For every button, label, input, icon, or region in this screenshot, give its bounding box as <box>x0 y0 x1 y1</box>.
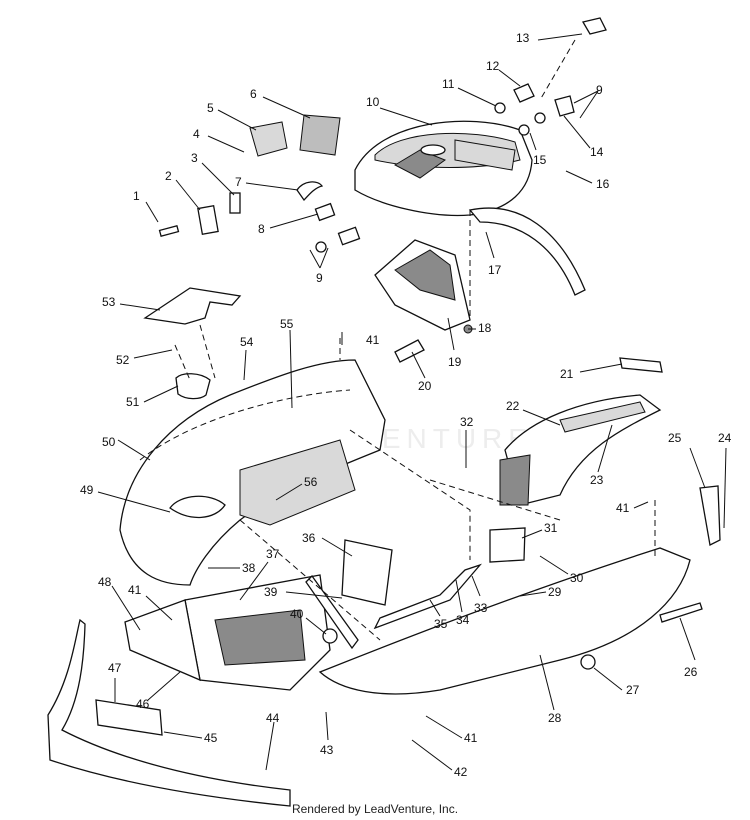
assembly-lines <box>174 39 656 641</box>
callout-12: 12 <box>486 59 500 73</box>
callout-25: 25 <box>668 431 682 445</box>
callout-32: 32 <box>460 415 474 429</box>
callout-24: 24 <box>718 431 732 445</box>
callout-39: 39 <box>264 585 278 599</box>
callout-22: 22 <box>506 399 520 413</box>
callout-46: 46 <box>136 697 150 711</box>
callout-41a: 41 <box>366 333 380 347</box>
callout-3: 3 <box>191 151 198 165</box>
callouts: 1 2 3 4 5 6 7 8 9 9 10 11 12 13 14 15 16 <box>80 31 732 779</box>
callout-31: 31 <box>544 521 558 535</box>
callout-34: 34 <box>456 613 470 627</box>
callout-37: 37 <box>266 547 280 561</box>
callout-11: 11 <box>442 77 455 91</box>
callout-4: 4 <box>193 127 200 141</box>
callout-28: 28 <box>548 711 562 725</box>
callout-23: 23 <box>590 473 604 487</box>
small-parts <box>158 17 607 363</box>
callout-33: 33 <box>474 601 488 615</box>
callout-30: 30 <box>570 571 584 585</box>
callout-49: 49 <box>80 483 94 497</box>
callout-1: 1 <box>133 189 140 203</box>
callout-55: 55 <box>280 317 294 331</box>
callout-5: 5 <box>207 101 214 115</box>
callout-20: 20 <box>418 379 432 393</box>
callout-16: 16 <box>596 177 610 191</box>
callout-17: 17 <box>488 263 502 277</box>
footer-credit: Rendered by LeadVenture, Inc. <box>291 802 459 816</box>
callout-14: 14 <box>590 145 604 159</box>
callout-13: 13 <box>516 31 530 45</box>
callout-51: 51 <box>126 395 140 409</box>
grille-part <box>124 539 393 691</box>
callout-2: 2 <box>165 169 172 183</box>
callout-52: 52 <box>116 353 130 367</box>
fender-part <box>119 359 386 586</box>
callout-40: 40 <box>290 607 304 621</box>
callout-41d: 41 <box>464 731 478 745</box>
bumper-part <box>47 618 291 807</box>
callout-29: 29 <box>548 585 562 599</box>
callout-6: 6 <box>250 87 257 101</box>
callout-26: 26 <box>684 665 698 679</box>
fuel-tank-part <box>499 357 663 506</box>
callout-48: 48 <box>98 575 112 589</box>
callout-53: 53 <box>102 295 116 309</box>
dash-panel-part <box>374 239 471 331</box>
callout-9b: 9 <box>596 83 603 97</box>
hood-part <box>354 120 586 296</box>
callout-21: 21 <box>560 367 574 381</box>
callout-36: 36 <box>302 531 316 545</box>
callout-7: 7 <box>235 175 242 189</box>
callout-47: 47 <box>108 661 122 675</box>
callout-27: 27 <box>626 683 640 697</box>
callout-19: 19 <box>448 355 462 369</box>
callout-54: 54 <box>240 335 254 349</box>
seat-panel-part <box>143 287 242 400</box>
callout-35: 35 <box>434 617 448 631</box>
callout-41c: 41 <box>128 583 142 597</box>
callout-15: 15 <box>533 153 547 167</box>
callout-10: 10 <box>366 95 380 109</box>
callout-38: 38 <box>242 561 256 575</box>
callout-42: 42 <box>454 765 468 779</box>
callout-44: 44 <box>266 711 280 725</box>
callout-8: 8 <box>258 222 265 236</box>
callout-9a: 9 <box>316 271 323 285</box>
callout-18: 18 <box>478 321 492 335</box>
callout-45: 45 <box>204 731 218 745</box>
callout-43: 43 <box>320 743 334 757</box>
frame-part <box>318 485 721 695</box>
callout-41b: 41 <box>616 501 630 515</box>
callout-56: 56 <box>304 475 318 489</box>
callout-50: 50 <box>102 435 116 449</box>
